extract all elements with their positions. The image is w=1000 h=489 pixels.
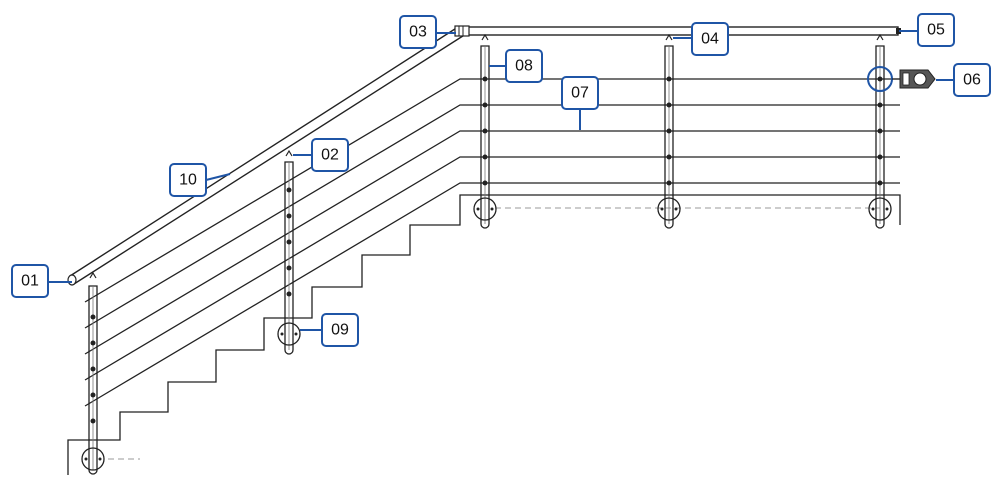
post-3 (473, 33, 497, 229)
callout-05-text: 05 (927, 22, 945, 39)
callout-01-text: 01 (21, 273, 39, 290)
callout-06: 06 (953, 63, 991, 97)
callout-03: 03 (399, 15, 437, 49)
sloped-handrail (67, 26, 467, 286)
post-2 (277, 149, 301, 355)
callout-09: 09 (321, 313, 359, 347)
post-1 (81, 271, 105, 475)
callout-08-text: 08 (515, 58, 533, 75)
callout-01: 01 (11, 264, 49, 298)
callout-04-text: 04 (701, 31, 719, 48)
cable-fitting-detail (867, 66, 936, 92)
callout-10: 10 (169, 163, 207, 197)
callout-02-text: 02 (321, 147, 339, 164)
leader-lines (48, 30, 954, 331)
cable-group (84, 78, 900, 407)
callout-07-text: 07 (571, 85, 589, 102)
callout-03-text: 03 (409, 24, 427, 41)
callout-02: 02 (311, 138, 349, 172)
callout-09-text: 09 (331, 322, 349, 339)
callout-04: 04 (691, 22, 729, 56)
callout-06-text: 06 (963, 72, 981, 89)
callout-07: 07 (561, 76, 599, 110)
callout-05: 05 (917, 13, 955, 47)
callout-10-text: 10 (179, 172, 197, 189)
horizontal-handrail (454, 25, 901, 37)
post-5 (868, 33, 892, 229)
callout-08: 08 (505, 49, 543, 83)
post-4 (657, 33, 681, 229)
stair-outline (67, 194, 901, 475)
